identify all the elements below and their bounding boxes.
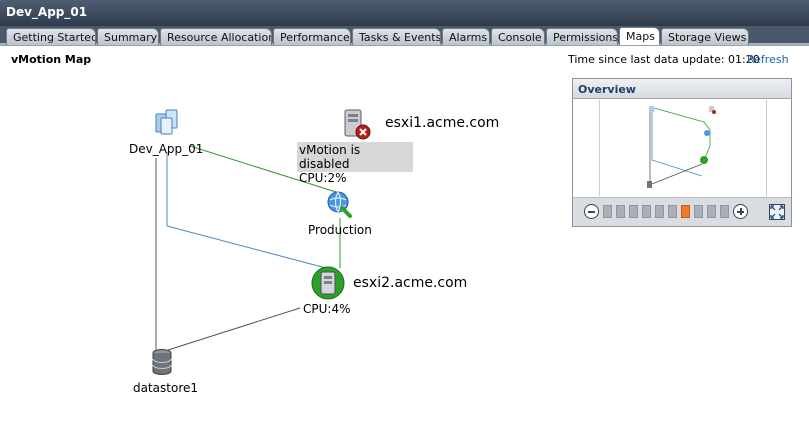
tab-maps[interactable]: Maps <box>619 27 660 46</box>
tab-tasks-events[interactable]: Tasks & Events <box>352 28 441 45</box>
zoom-step[interactable] <box>681 205 690 218</box>
host-esxi1-tooltip: vMotion is disabled CPU:2% <box>297 142 413 185</box>
link-vm-network <box>189 145 337 193</box>
tab-permissions[interactable]: Permissions <box>546 28 618 45</box>
overview-minimap[interactable] <box>599 100 767 196</box>
overview-panel: Overview <box>572 78 792 227</box>
overview-title: Overview <box>573 79 791 99</box>
host-esxi1-label: esxi1.acme.com <box>385 115 500 131</box>
zoom-in-button[interactable] <box>733 204 748 219</box>
tab-performance[interactable]: Performance <box>273 28 351 45</box>
update-status: Time since last data update: 01:20 <box>568 53 760 66</box>
datastore-icon[interactable] <box>150 348 174 379</box>
link-host-datastore <box>167 307 301 351</box>
zoom-step[interactable] <box>629 205 638 218</box>
tab-summary[interactable]: Summary <box>97 28 159 45</box>
refresh-link[interactable]: Refresh <box>747 53 789 66</box>
map-title: vMotion Map <box>11 53 92 66</box>
content-area <box>0 45 809 436</box>
window-title: Dev_App_01 <box>0 0 809 26</box>
zoom-step[interactable] <box>603 205 612 218</box>
tab-resource-allocation[interactable]: Resource Allocation <box>160 28 272 45</box>
zoom-toolbar <box>573 197 791 226</box>
tooltip-cpu: CPU:2% <box>299 171 347 185</box>
tooltip-vmotion-status: vMotion is disabled <box>299 143 361 171</box>
tab-storage-views[interactable]: Storage Views <box>661 28 749 45</box>
tab-strip: Getting Started Summary Resource Allocat… <box>0 26 809 46</box>
zoom-step[interactable] <box>720 205 729 218</box>
tab-getting-started[interactable]: Getting Started <box>6 28 96 45</box>
host-esxi2-label: esxi2.acme.com <box>353 275 468 291</box>
datastore-label: datastore1 <box>133 381 199 395</box>
zoom-step[interactable] <box>707 205 716 218</box>
vm-label: Dev_App_01 <box>129 142 204 156</box>
network-icon[interactable] <box>326 190 354 221</box>
zoom-step[interactable] <box>694 205 703 218</box>
zoom-out-button[interactable] <box>584 204 599 219</box>
network-label: Production <box>308 223 372 237</box>
zoom-step[interactable] <box>642 205 651 218</box>
zoom-step[interactable] <box>668 205 677 218</box>
tab-console[interactable]: Console <box>491 28 545 45</box>
link-vm-host-blue <box>166 152 327 269</box>
zoom-step[interactable] <box>616 205 625 218</box>
host-error-icon[interactable] <box>342 108 372 143</box>
fit-to-window-icon[interactable] <box>769 204 785 220</box>
zoom-step[interactable] <box>655 205 664 218</box>
host-esxi2-cpu: CPU:4% <box>303 302 351 316</box>
host-ok-icon[interactable] <box>311 266 345 303</box>
virtual-machine-icon[interactable] <box>154 108 180 139</box>
tab-alarms[interactable]: Alarms <box>442 28 490 45</box>
